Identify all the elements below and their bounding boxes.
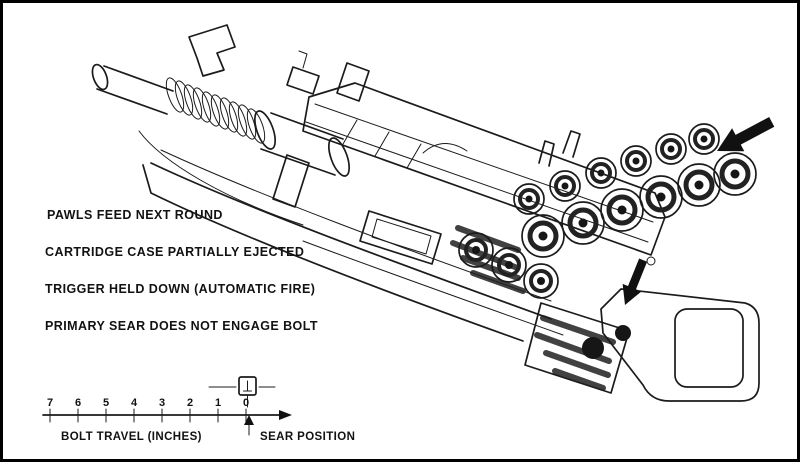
- callouts: PAWLS FEED NEXT ROUND CARTRIDGE CASE PAR…: [45, 208, 318, 333]
- muzzle: [91, 63, 109, 91]
- cartridge-round: [513, 183, 545, 215]
- cartridge-round: [688, 123, 720, 155]
- cartridge-round: [458, 232, 494, 268]
- cartridge-round: [677, 163, 721, 207]
- front-sight-block: [188, 24, 236, 77]
- cartridge-round: [639, 175, 683, 219]
- gun-diagram: [91, 24, 775, 402]
- tick-label: 6: [75, 397, 81, 409]
- cartridge-round: [713, 152, 757, 196]
- barrel-spring: [165, 77, 266, 144]
- cartridge-round: [585, 157, 617, 189]
- housing-box: [359, 210, 442, 265]
- cartridge-round: [561, 201, 605, 245]
- sear-position-label: SEAR POSITION: [260, 431, 355, 443]
- cartridge-round: [491, 247, 527, 283]
- cartridge-round: [549, 170, 581, 202]
- bolt-travel-scale: 7 6 5 4 3 2 1 0 BOLT TRAVEL (INCHES) SEA…: [42, 376, 355, 443]
- bolt-arrow-icon: [622, 258, 648, 305]
- tick-label: 7: [47, 397, 53, 409]
- callout-trigger-held: TRIGGER HELD DOWN (AUTOMATIC FIRE): [45, 282, 315, 296]
- cartridge-round: [521, 214, 565, 258]
- backplate-loop: [674, 308, 744, 388]
- feed-direction-arrow-icon: [717, 117, 775, 152]
- gun-cutaway-figure: PAWLS FEED NEXT ROUND CARTRIDGE CASE PAR…: [42, 24, 775, 443]
- tick-label: 5: [103, 397, 109, 409]
- tick-label: 4: [131, 397, 138, 409]
- tick-label: 2: [187, 397, 193, 409]
- tick-label: 3: [159, 397, 165, 409]
- callout-primary-sear: PRIMARY SEAR DOES NOT ENGAGE BOLT: [45, 319, 318, 333]
- cartridge-round: [523, 263, 559, 299]
- cartridge-round: [620, 145, 652, 177]
- cartridge-belt-front-row: [521, 152, 757, 258]
- cartridge-round: [600, 188, 644, 232]
- callout-cartridge-ejected: CARTRIDGE CASE PARTIALLY EJECTED: [45, 245, 304, 259]
- bolt-machinery: [524, 256, 656, 394]
- scale-ticks: [49, 408, 247, 423]
- sear-marker-icon: [208, 376, 276, 408]
- tick-label: 1: [215, 397, 221, 409]
- feedway-rounds: [458, 232, 559, 299]
- callout-pawls-feed: PAWLS FEED NEXT ROUND: [47, 208, 223, 222]
- bolt-travel-axis-label: BOLT TRAVEL (INCHES): [61, 431, 202, 443]
- backplate-housing: [600, 288, 760, 402]
- cartridge-belt-rear-row: [513, 123, 720, 215]
- tick-label: 0: [243, 397, 249, 409]
- cartridge-round: [655, 133, 687, 165]
- scale-axis-arrowhead: [279, 410, 292, 420]
- sear-position-pointer-icon: [244, 415, 254, 436]
